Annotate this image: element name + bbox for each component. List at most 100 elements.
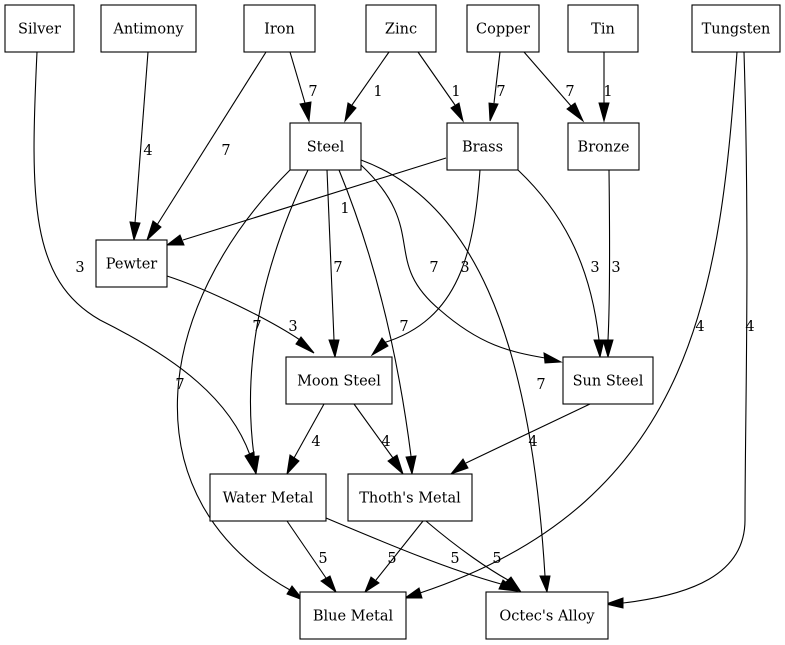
edge-label: 7 — [252, 319, 261, 335]
node-blue-metal: Blue Metal — [299, 591, 407, 640]
edge-line — [176, 169, 291, 591]
edge-label: 7 — [399, 319, 408, 335]
edge-thoths-metal-to-blue-metal: 5 — [363, 520, 424, 594]
arrowhead-icon — [320, 575, 338, 594]
edge-line — [523, 51, 572, 107]
edge-label: 5 — [387, 551, 396, 567]
node-tin: Tin — [567, 4, 639, 53]
edge-line — [375, 520, 424, 581]
edge-label: 3 — [611, 260, 620, 276]
edge-line — [382, 169, 481, 344]
edge-tin-to-bronze: 1 — [598, 52, 613, 123]
edge-label: 1 — [373, 84, 382, 100]
edge-label: 4 — [311, 434, 320, 450]
node-box — [95, 239, 168, 288]
edge-line — [360, 159, 546, 577]
edge-steel-to-water-metal: 7 — [248, 169, 309, 476]
arrowhead-icon — [370, 337, 389, 357]
arrowhead-icon — [403, 587, 423, 599]
edge-line — [417, 51, 456, 106]
arrowhead-icon — [387, 454, 405, 476]
edge-line — [353, 403, 394, 459]
edge-brass-to-moon-steel: 3 — [370, 169, 481, 357]
edge-label: 7 — [175, 377, 184, 393]
arrowhead-icon — [165, 234, 185, 246]
edge-brass-to-sun-steel: 3 — [517, 169, 605, 359]
node-label: Iron — [264, 22, 295, 38]
node-box — [285, 356, 393, 405]
edge-brass-to-pewter: 1 — [165, 157, 447, 246]
edge-label: 5 — [318, 551, 327, 567]
edge-label: 7 — [429, 260, 438, 276]
node-thoths-metal: Thoth's Metal — [347, 473, 473, 522]
edge-label: 1 — [340, 201, 349, 217]
edge-label: 7 — [308, 84, 317, 100]
edge-iron-to-steel: 7 — [289, 51, 318, 123]
edge-line — [493, 51, 501, 104]
node-box — [567, 122, 640, 171]
node-box — [243, 4, 316, 53]
node-copper: Copper — [466, 4, 540, 53]
edge-sun-steel-to-thoths-metal: 4 — [449, 403, 591, 476]
node-moon-steel: Moon Steel — [285, 356, 393, 405]
edge-label: 4 — [745, 319, 754, 335]
edge-tungsten-to-blue-metal: 4 — [403, 51, 738, 599]
edge-label: 3 — [75, 260, 84, 276]
edge-label: 5 — [450, 551, 459, 567]
arrowhead-icon — [295, 336, 315, 354]
arrowhead-icon — [129, 221, 141, 242]
edge-line — [249, 169, 309, 457]
node-octecs-alloy: Octec's Alloy — [485, 591, 609, 640]
node-label: Bronze — [578, 140, 630, 156]
node-box — [289, 122, 362, 171]
node-box — [446, 122, 519, 171]
edge-line — [293, 403, 325, 459]
arrowhead-icon — [405, 455, 417, 476]
edge-line — [351, 51, 390, 106]
edge-line — [607, 169, 611, 341]
arrowhead-icon — [299, 101, 312, 123]
edge-label: 4 — [695, 319, 704, 335]
node-box — [209, 473, 327, 522]
node-silver: Silver — [4, 4, 75, 53]
arrowhead-icon — [602, 339, 614, 359]
edge-label: 7 — [333, 260, 342, 276]
node-label: Pewter — [106, 257, 158, 273]
arrowhead-icon — [604, 597, 624, 609]
edge-line — [360, 164, 546, 359]
edge-line — [286, 520, 327, 579]
node-label: Copper — [476, 22, 530, 38]
node-label: Sun Steel — [573, 374, 644, 390]
arrowhead-icon — [363, 576, 380, 594]
node-box — [100, 4, 197, 53]
arrowhead-icon — [286, 585, 305, 602]
edge-line — [622, 51, 748, 604]
edge-line — [465, 403, 591, 464]
arrowhead-icon — [566, 102, 585, 123]
edge-line — [325, 517, 502, 585]
edge-label: 7 — [221, 143, 230, 159]
edge-steel-to-sun-steel: 7 — [360, 164, 563, 364]
node-bronze: Bronze — [567, 122, 640, 171]
edge-steel-to-blue-metal: 7 — [175, 169, 305, 602]
edge-moon-steel-to-thoths-metal: 4 — [353, 403, 405, 476]
edge-tungsten-to-octecs-alloy: 4 — [604, 51, 755, 609]
edge-steel-to-thoths-metal: 7 — [338, 169, 417, 476]
arrowhead-icon — [248, 455, 260, 476]
arrowhead-icon — [598, 102, 610, 123]
edge-line — [326, 169, 335, 341]
edge-line — [517, 169, 600, 341]
node-brass: Brass — [446, 122, 519, 171]
edge-iron-to-pewter: 7 — [145, 51, 267, 242]
node-box — [485, 591, 609, 640]
node-tungsten: Tungsten — [691, 4, 781, 53]
edge-label: 1 — [451, 84, 460, 100]
node-box — [466, 4, 540, 53]
edge-label: 4 — [528, 434, 537, 450]
node-label: Steel — [307, 140, 345, 156]
arrowhead-icon — [488, 102, 499, 122]
arrowhead-icon — [543, 352, 563, 364]
edge-label: 4 — [143, 143, 152, 159]
edge-line — [166, 275, 301, 341]
arrowhead-icon — [539, 575, 551, 594]
